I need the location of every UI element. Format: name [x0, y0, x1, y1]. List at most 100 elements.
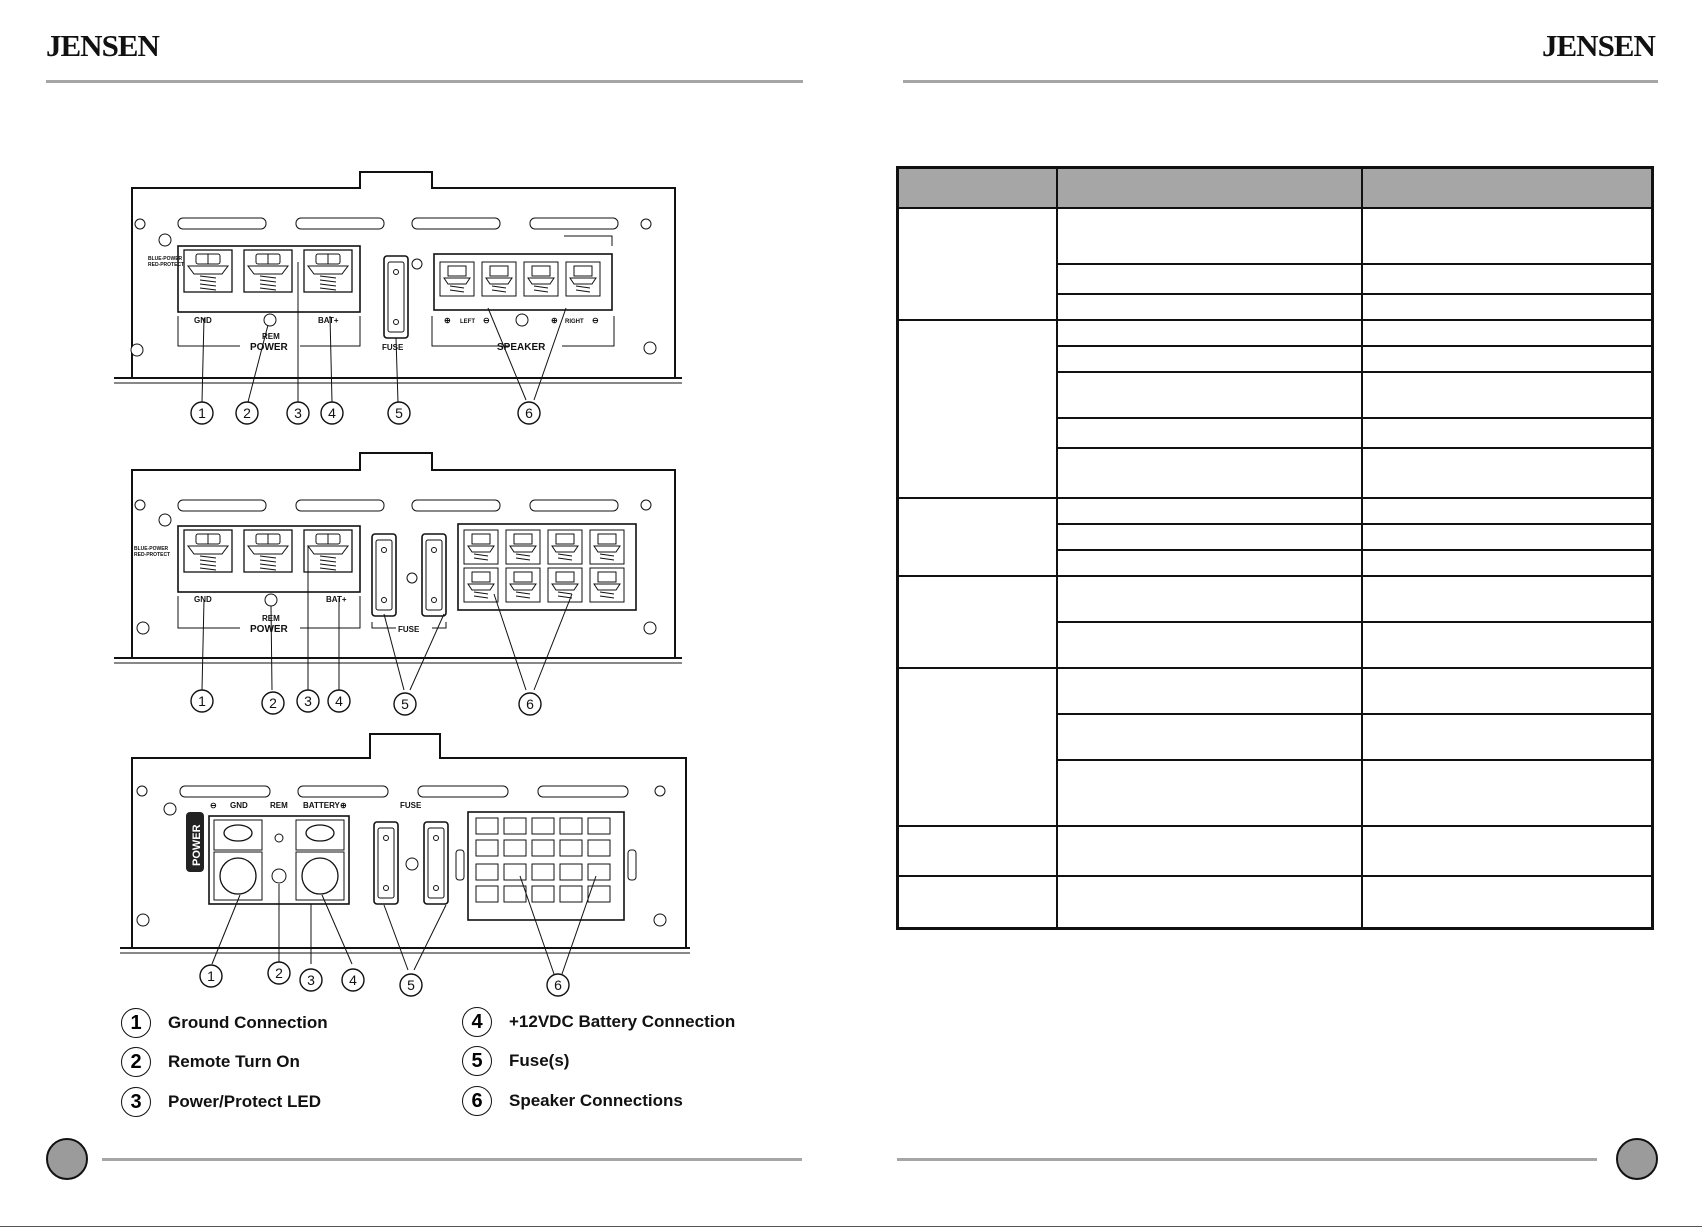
amp-panel-3: POWER ⊖ GND REM BATTERY ⊕ FUSE — [120, 733, 690, 997]
spec-table-row — [898, 523, 1654, 551]
spec-cell — [1360, 371, 1654, 419]
spec-cell — [1360, 497, 1654, 525]
svg-text:3: 3 — [307, 972, 315, 988]
callout-3: 3 — [296, 689, 320, 713]
spec-table-row — [896, 575, 1654, 669]
svg-text:⊕: ⊕ — [340, 801, 347, 810]
bottom-edge-line — [0, 1226, 1702, 1227]
legend-label: +12VDC Battery Connection — [509, 1012, 736, 1031]
footer-rule-left — [102, 1158, 802, 1161]
legend-number: 4 — [462, 1007, 492, 1037]
spec-cell — [1360, 263, 1654, 295]
callout-4: 4 — [327, 689, 351, 713]
indicator-label-2: RED-PROTECT — [134, 552, 170, 558]
gnd-label: GND — [194, 316, 212, 325]
svg-text:1: 1 — [198, 405, 206, 421]
spec-group-cell — [896, 825, 1058, 877]
spec-cell — [1360, 667, 1654, 715]
footer-rule-right — [897, 1158, 1597, 1161]
fuse-label: FUSE — [398, 625, 420, 634]
spec-cell — [1360, 417, 1654, 449]
spec-table-row — [898, 293, 1654, 321]
spec-cell — [1055, 371, 1363, 419]
spec-cell — [1360, 447, 1654, 499]
rem-label: REM — [270, 801, 288, 810]
spec-cell — [1360, 825, 1654, 877]
legend-number: 2 — [121, 1047, 151, 1077]
spec-table-row — [898, 345, 1654, 373]
spec-cell — [1360, 293, 1654, 321]
spec-cell — [1055, 549, 1363, 577]
callout-5: 5 — [387, 401, 411, 425]
spec-table-row — [896, 207, 1654, 321]
spec-cell — [1055, 621, 1363, 669]
spec-cell — [1360, 621, 1654, 669]
legend-label: Speaker Connections — [509, 1091, 683, 1110]
callout-6: 6 — [546, 973, 570, 997]
callout-1: 1 — [190, 401, 214, 425]
header-rule-right — [903, 80, 1658, 83]
page-number-marker-left — [46, 1138, 88, 1180]
spec-table-row — [896, 875, 1654, 929]
spec-group-cell — [896, 207, 1058, 321]
spec-table-row — [898, 417, 1654, 449]
spec-cell — [1055, 759, 1363, 827]
legend-label: Ground Connection — [168, 1013, 328, 1032]
spec-table-header — [896, 166, 1654, 209]
callout-5: 5 — [393, 692, 417, 716]
callout-6: 6 — [517, 401, 541, 425]
legend-number: 3 — [121, 1087, 151, 1117]
spec-cell — [1360, 713, 1654, 761]
svg-text:6: 6 — [554, 977, 562, 993]
right-label: RIGHT — [565, 319, 584, 325]
legend-item-6: 6 Speaker Connections — [462, 1086, 683, 1116]
spec-table-row — [898, 621, 1654, 669]
svg-text:1: 1 — [207, 968, 215, 984]
brand-logo-right: JENSEN — [1542, 28, 1656, 63]
legend-number: 5 — [462, 1046, 492, 1076]
spec-cell — [1360, 575, 1654, 623]
legend-item-1: 1 Ground Connection — [121, 1008, 328, 1038]
gnd-label: GND — [230, 801, 248, 810]
legend-item-2: 2 Remote Turn On — [121, 1047, 300, 1077]
legend-item-4: 4 +12VDC Battery Connection — [462, 1007, 735, 1037]
power-label: POWER — [250, 624, 289, 635]
spec-cell — [1055, 345, 1363, 373]
spec-cell — [1055, 523, 1363, 551]
svg-text:⊖: ⊖ — [210, 801, 217, 810]
battery-label: BATTERY — [303, 801, 341, 810]
spec-cell — [1055, 713, 1363, 761]
svg-text:1: 1 — [198, 693, 206, 709]
callout-2: 2 — [235, 401, 259, 425]
amp-panel-2: BLUE-POWER RED-PROTECT GND REM POWER BAT… — [114, 452, 682, 716]
power-label: POWER — [250, 342, 289, 353]
legend-label: Power/Protect LED — [168, 1092, 322, 1111]
spec-cell — [1055, 575, 1363, 623]
spec-cell — [1055, 447, 1363, 499]
svg-text:5: 5 — [395, 405, 403, 421]
legend-item-5: 5 Fuse(s) — [462, 1046, 569, 1076]
legend-number: 6 — [462, 1086, 492, 1116]
callout-4: 4 — [341, 968, 365, 992]
spec-group-cell — [896, 667, 1058, 827]
spec-cell — [1360, 875, 1654, 929]
spec-group-cell — [896, 575, 1058, 669]
spec-cell — [1055, 207, 1363, 265]
callout-3: 3 — [299, 968, 323, 992]
legend-item-3: 3 Power/Protect LED — [121, 1087, 321, 1117]
svg-text:2: 2 — [269, 695, 277, 711]
spec-cell — [1360, 207, 1654, 265]
callout-1: 1 — [190, 689, 214, 713]
svg-text:⊖: ⊖ — [592, 316, 599, 325]
svg-text:2: 2 — [275, 965, 283, 981]
spec-cell — [1360, 319, 1654, 347]
spec-table-row — [896, 319, 1654, 499]
spec-table — [896, 166, 1654, 930]
spec-cell — [1055, 667, 1363, 715]
callout-2: 2 — [267, 961, 291, 985]
spec-table-row — [898, 759, 1654, 827]
callout-1: 1 — [199, 964, 223, 988]
callout-2: 2 — [261, 691, 285, 715]
rem-label: REM — [262, 332, 280, 341]
